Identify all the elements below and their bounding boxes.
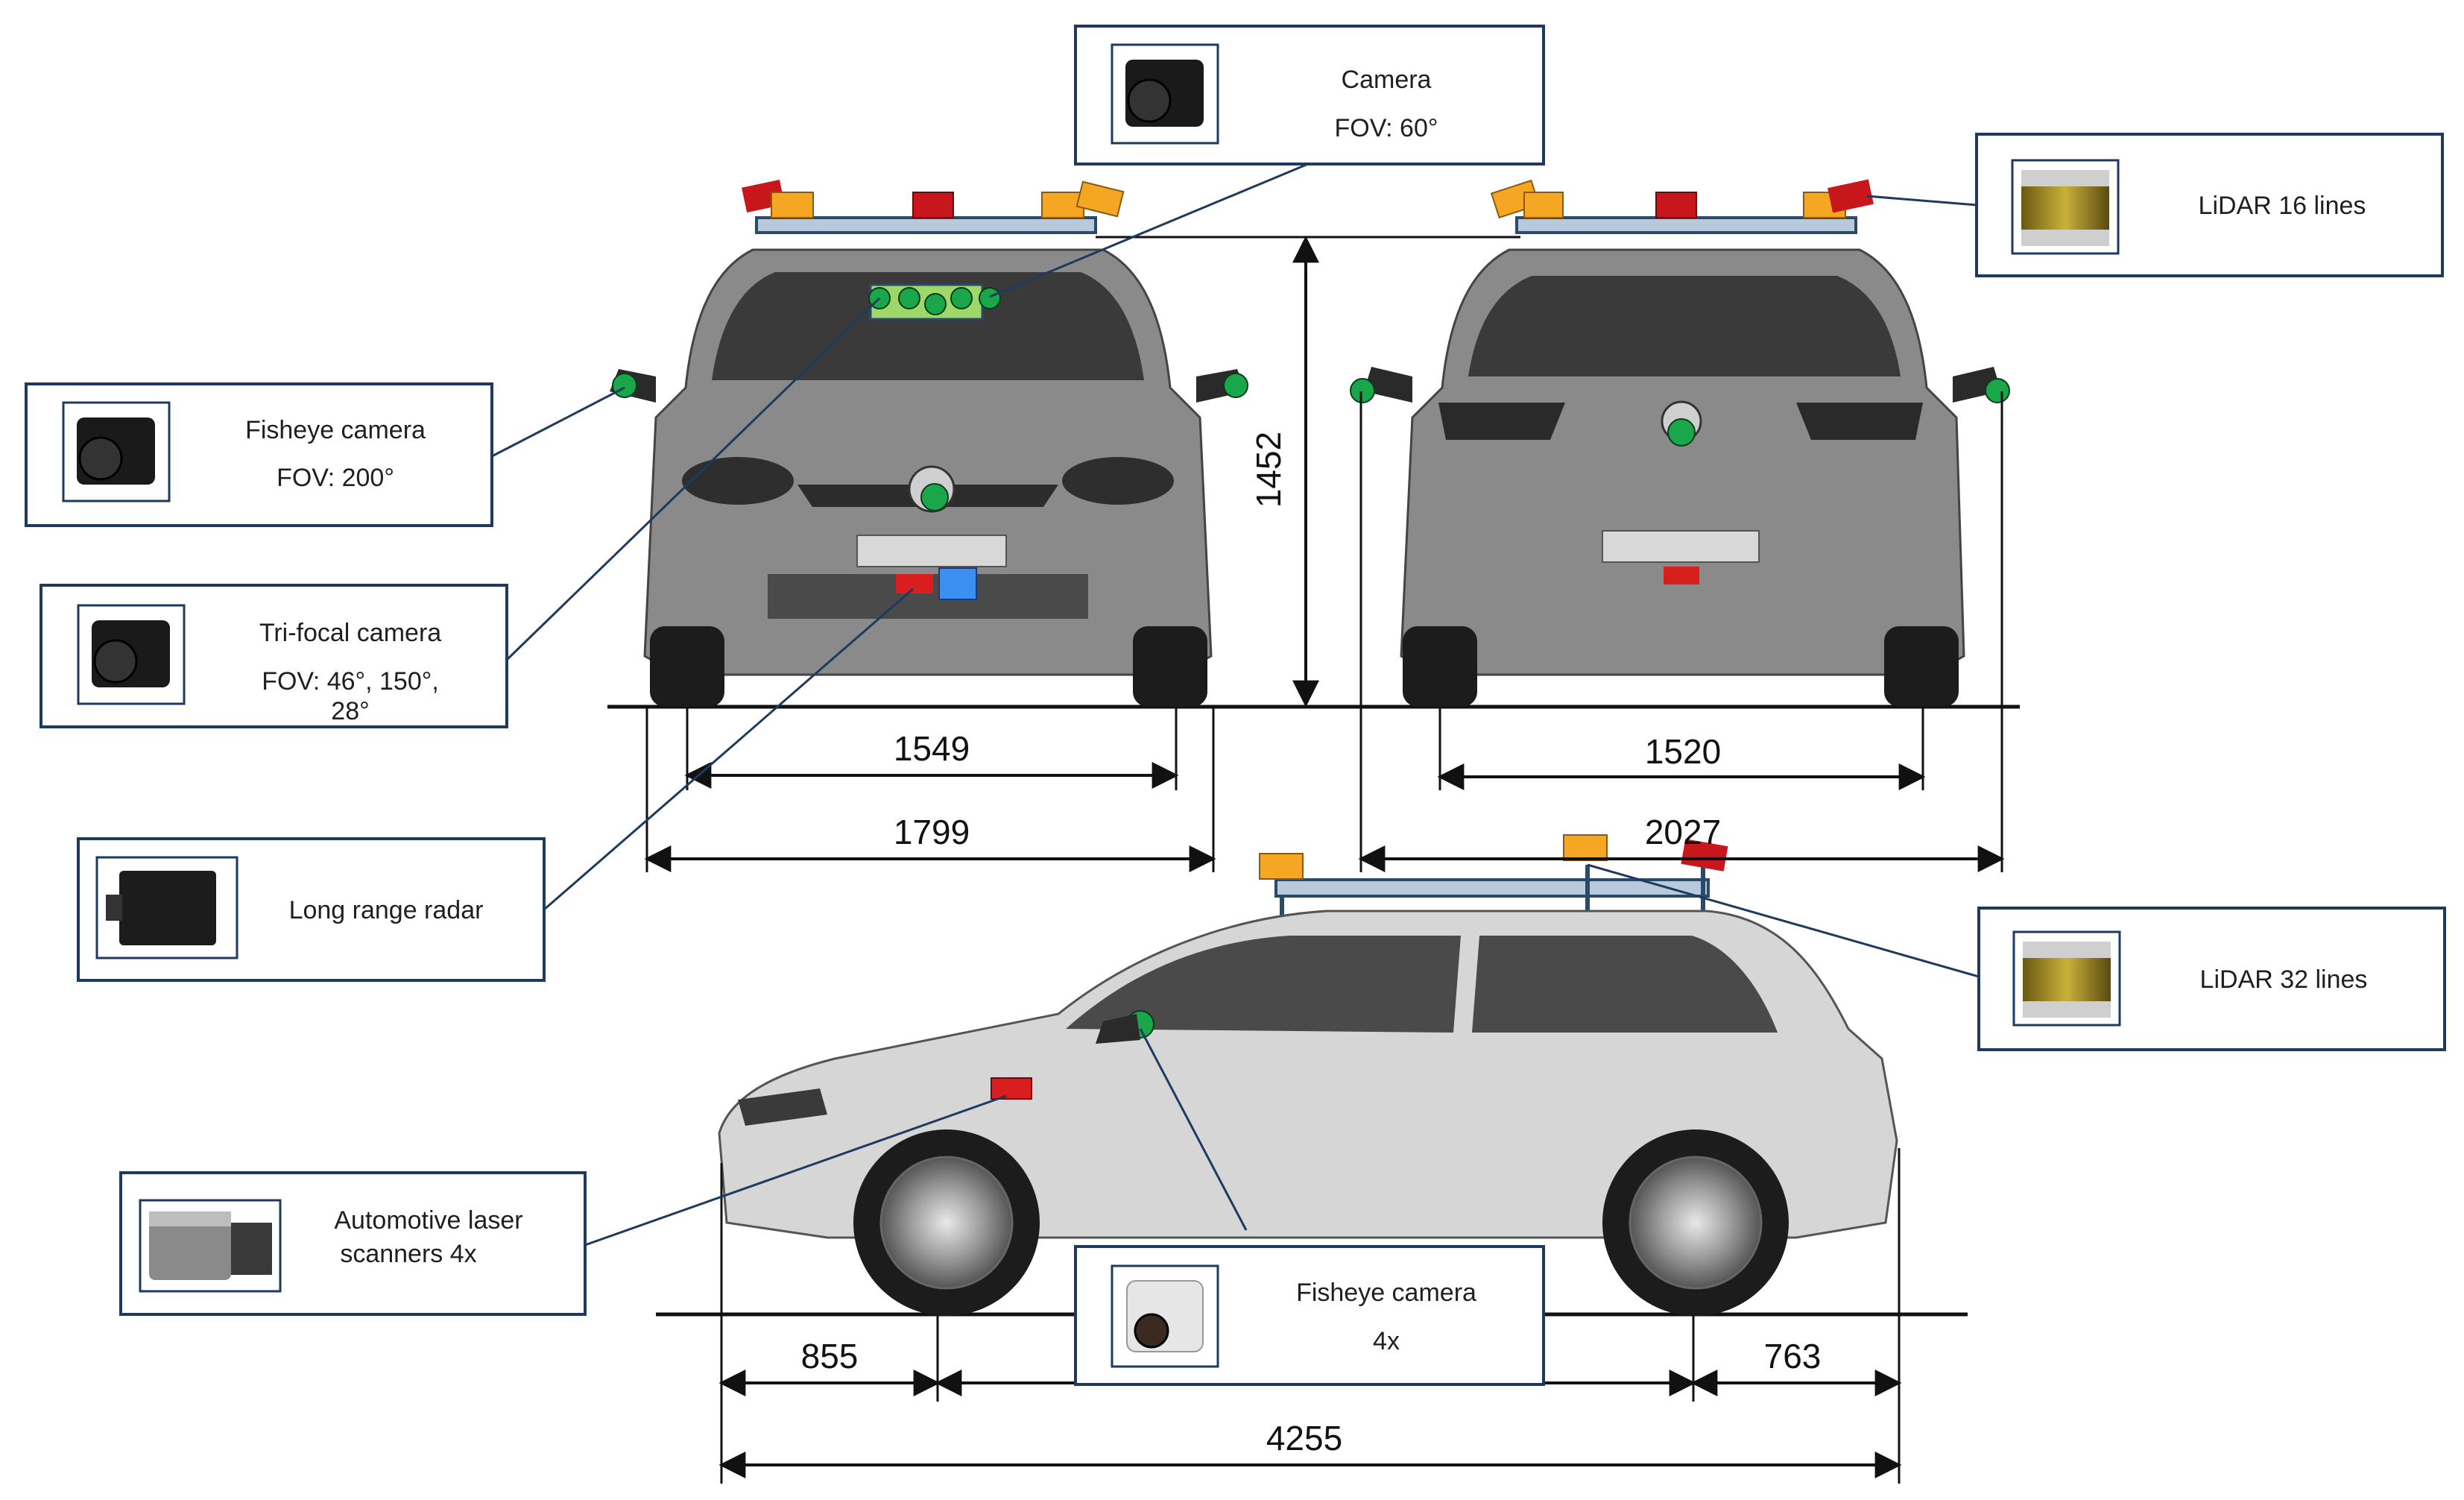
trifocal-camera-dot [924,293,947,315]
callout-fisheye-top-title: Fisheye camera [245,416,426,444]
length-label: 4255 [1266,1419,1342,1458]
front-overhang-label: 855 [801,1337,859,1375]
radar-sensor-blue [938,567,977,600]
leader-lidar16 [1866,195,1977,207]
leader-fisheye-top [491,386,625,458]
roof-rack-rear [1515,216,1857,234]
camera-icon [1111,1264,1219,1368]
headlight-left [682,457,794,505]
radar-sensor-red [1664,567,1699,584]
mirror-left-rear [1364,367,1412,403]
callout-camera: Camera FOV: 60° [1074,25,1545,166]
front-view [607,179,2020,709]
lidar-sensor-orange [771,192,814,218]
callout-fisheye-top-sub: FOV: 200° [277,464,394,492]
callout-trifocal: Tri-focal camera FOV: 46°, 150°, 28° [40,584,508,728]
mirror-side [1096,1014,1140,1044]
side-view [656,834,1968,1317]
callout-fisheye-bottom: Fisheye camera 4x [1074,1245,1545,1386]
leader-radar [543,587,914,911]
fisheye-camera-dot [920,483,949,511]
windshield [712,272,1144,380]
callout-camera-title: Camera [1342,66,1432,94]
roof-rack-side [1274,878,1710,898]
camera-icon [77,604,186,705]
trifocal-camera-dot [898,287,920,309]
lidar-sensor-orange [1075,180,1125,218]
laser-scanner-red [991,1077,1032,1100]
front-wheel-right [1133,626,1207,707]
lidar-icon [2012,930,2121,1027]
callout-trifocal-sub2: 28° [331,697,369,725]
rear-width-label: 2027 [1645,813,1721,851]
callout-radar-title: Long range radar [289,896,484,924]
rear-view [1096,179,2010,707]
radar-icon [95,856,238,959]
callout-lidar16-title: LiDAR 16 lines [2199,192,2366,220]
callout-camera-sub: FOV: 60° [1335,114,1438,142]
rear-wheel-left [1403,626,1477,707]
fisheye-camera-dot [1667,418,1696,447]
lidar-sensor-orange [1259,853,1304,880]
callout-lidar16: LiDAR 16 lines [1975,133,2444,277]
radar-sensor-red [1655,192,1697,218]
lidar-sensor-orange [1523,192,1564,218]
callout-laser-sub: scanners 4x [340,1240,476,1268]
leader-camera [989,163,1309,298]
leader-trifocal [505,297,881,661]
callout-lidar32-title: LiDAR 32 lines [2200,965,2368,994]
callout-fisheye-bottom-title: Fisheye camera [1296,1279,1476,1307]
radar-sensor-red [912,192,954,218]
leader-fisheye-bottom [1139,1028,1248,1231]
callout-trifocal-sub: FOV: 46°, 150°, [262,667,439,696]
roof-rack-front [755,216,1097,234]
radar-sensor-red [896,574,933,593]
trifocal-camera-dot [950,287,973,309]
headlight-right [1062,457,1174,505]
callout-radar: Long range radar [77,837,546,982]
side-headlight [738,1088,827,1126]
rear-window [1468,276,1901,376]
rear-overhang-label: 763 [1764,1337,1822,1375]
fisheye-camera-dot [612,373,637,398]
license-plate-rear [1602,530,1760,563]
callout-trifocal-title: Tri-focal camera [259,619,441,647]
side-window-front [1066,936,1461,1033]
taillight-left [1438,403,1565,440]
fisheye-camera-dot [1985,378,2010,403]
lidar-sensor-orange [1563,834,1608,861]
leader-lines [491,163,1980,1247]
callout-laser: Automotive laser scanners 4x [119,1171,587,1316]
side-rim-rear [1629,1156,1763,1290]
callout-fisheye-top: Fisheye camera FOV: 200° [25,382,493,527]
side-rim-front [879,1156,1014,1290]
leader-lidar32 [1587,863,1980,978]
license-plate-front [856,535,1007,567]
taillight-right [1796,403,1923,440]
fisheye-camera-dot [1223,373,1248,398]
lidar-icon [2011,159,2120,255]
camera-dot [979,287,1001,309]
camera-icon [1111,43,1219,145]
fisheye-camera-dot [1350,378,1375,403]
lidar-sensor-red [1828,179,1874,213]
front-width-label: 1799 [894,813,970,851]
laser-scanner-icon [139,1199,282,1293]
callout-fisheye-bottom-sub: 4x [1373,1327,1400,1355]
leader-laser [584,1094,1007,1247]
front-wheel-left [650,626,724,707]
side-window-rear [1472,936,1778,1033]
dimension-lines: 1549 1799 1452 1520 2027 855 763 4255 [644,236,2005,1484]
callout-laser-title: Automotive laser [334,1206,522,1235]
camera-icon [62,401,171,502]
height-label: 1452 [1249,432,1288,508]
rear-wheel-right [1884,626,1959,707]
callout-lidar32: LiDAR 32 lines [1977,907,2446,1051]
front-track-label: 1549 [894,729,970,768]
rear-track-label: 1520 [1645,732,1721,771]
